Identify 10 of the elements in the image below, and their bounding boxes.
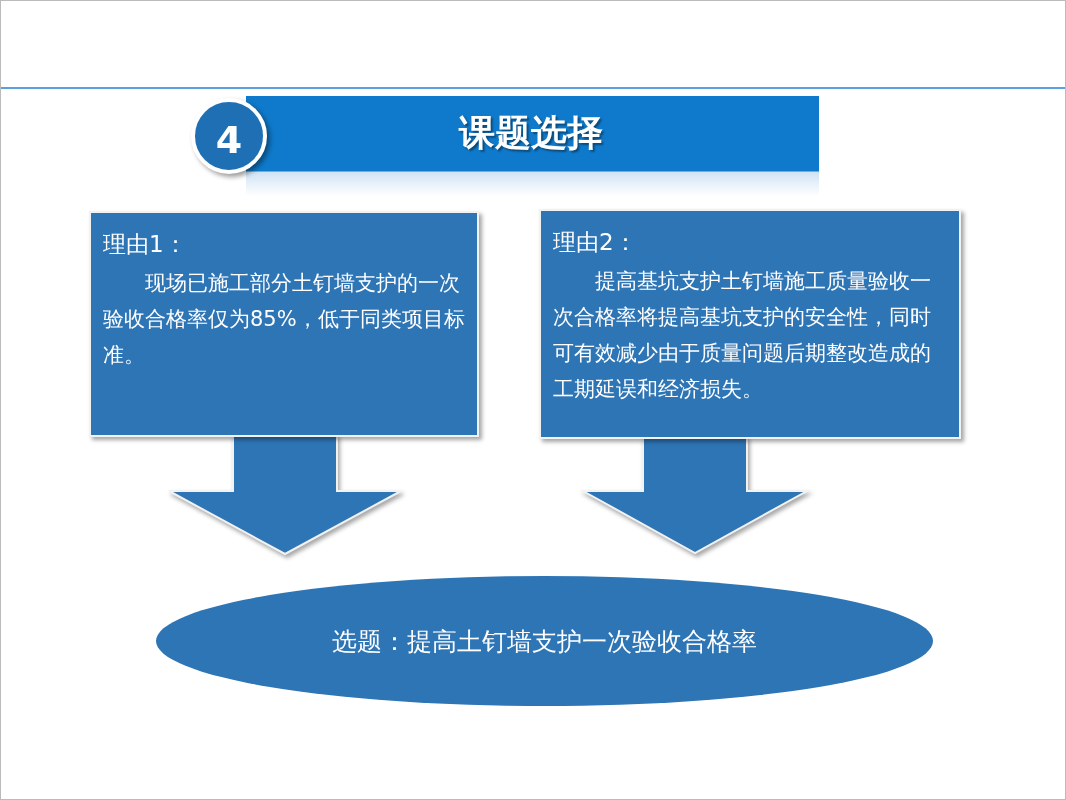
- title: 课题选择: [457, 111, 604, 155]
- reason-box: [539, 209, 961, 439]
- reason-heading: 理由2：: [553, 228, 638, 257]
- reason-heading: 理由1：: [103, 230, 188, 259]
- topic-text: 选题：提高土钉墙支护一次验收合格率: [332, 625, 757, 658]
- reason-text: 现场已施工部分土钉墙支护的一次验收合格率仅为85%，低于同类项目标准。: [103, 270, 465, 369]
- reason-text: 提高基坑支护土钉墙施工质量验收一次合格率将提高基坑支护的安全性，同时可有效减少由于质量问题后期整改造成的工期延误和经济损失。: [553, 268, 932, 403]
- block-arrow: [579, 436, 811, 555]
- reason-box: [89, 211, 479, 437]
- block-arrow: [168, 434, 402, 556]
